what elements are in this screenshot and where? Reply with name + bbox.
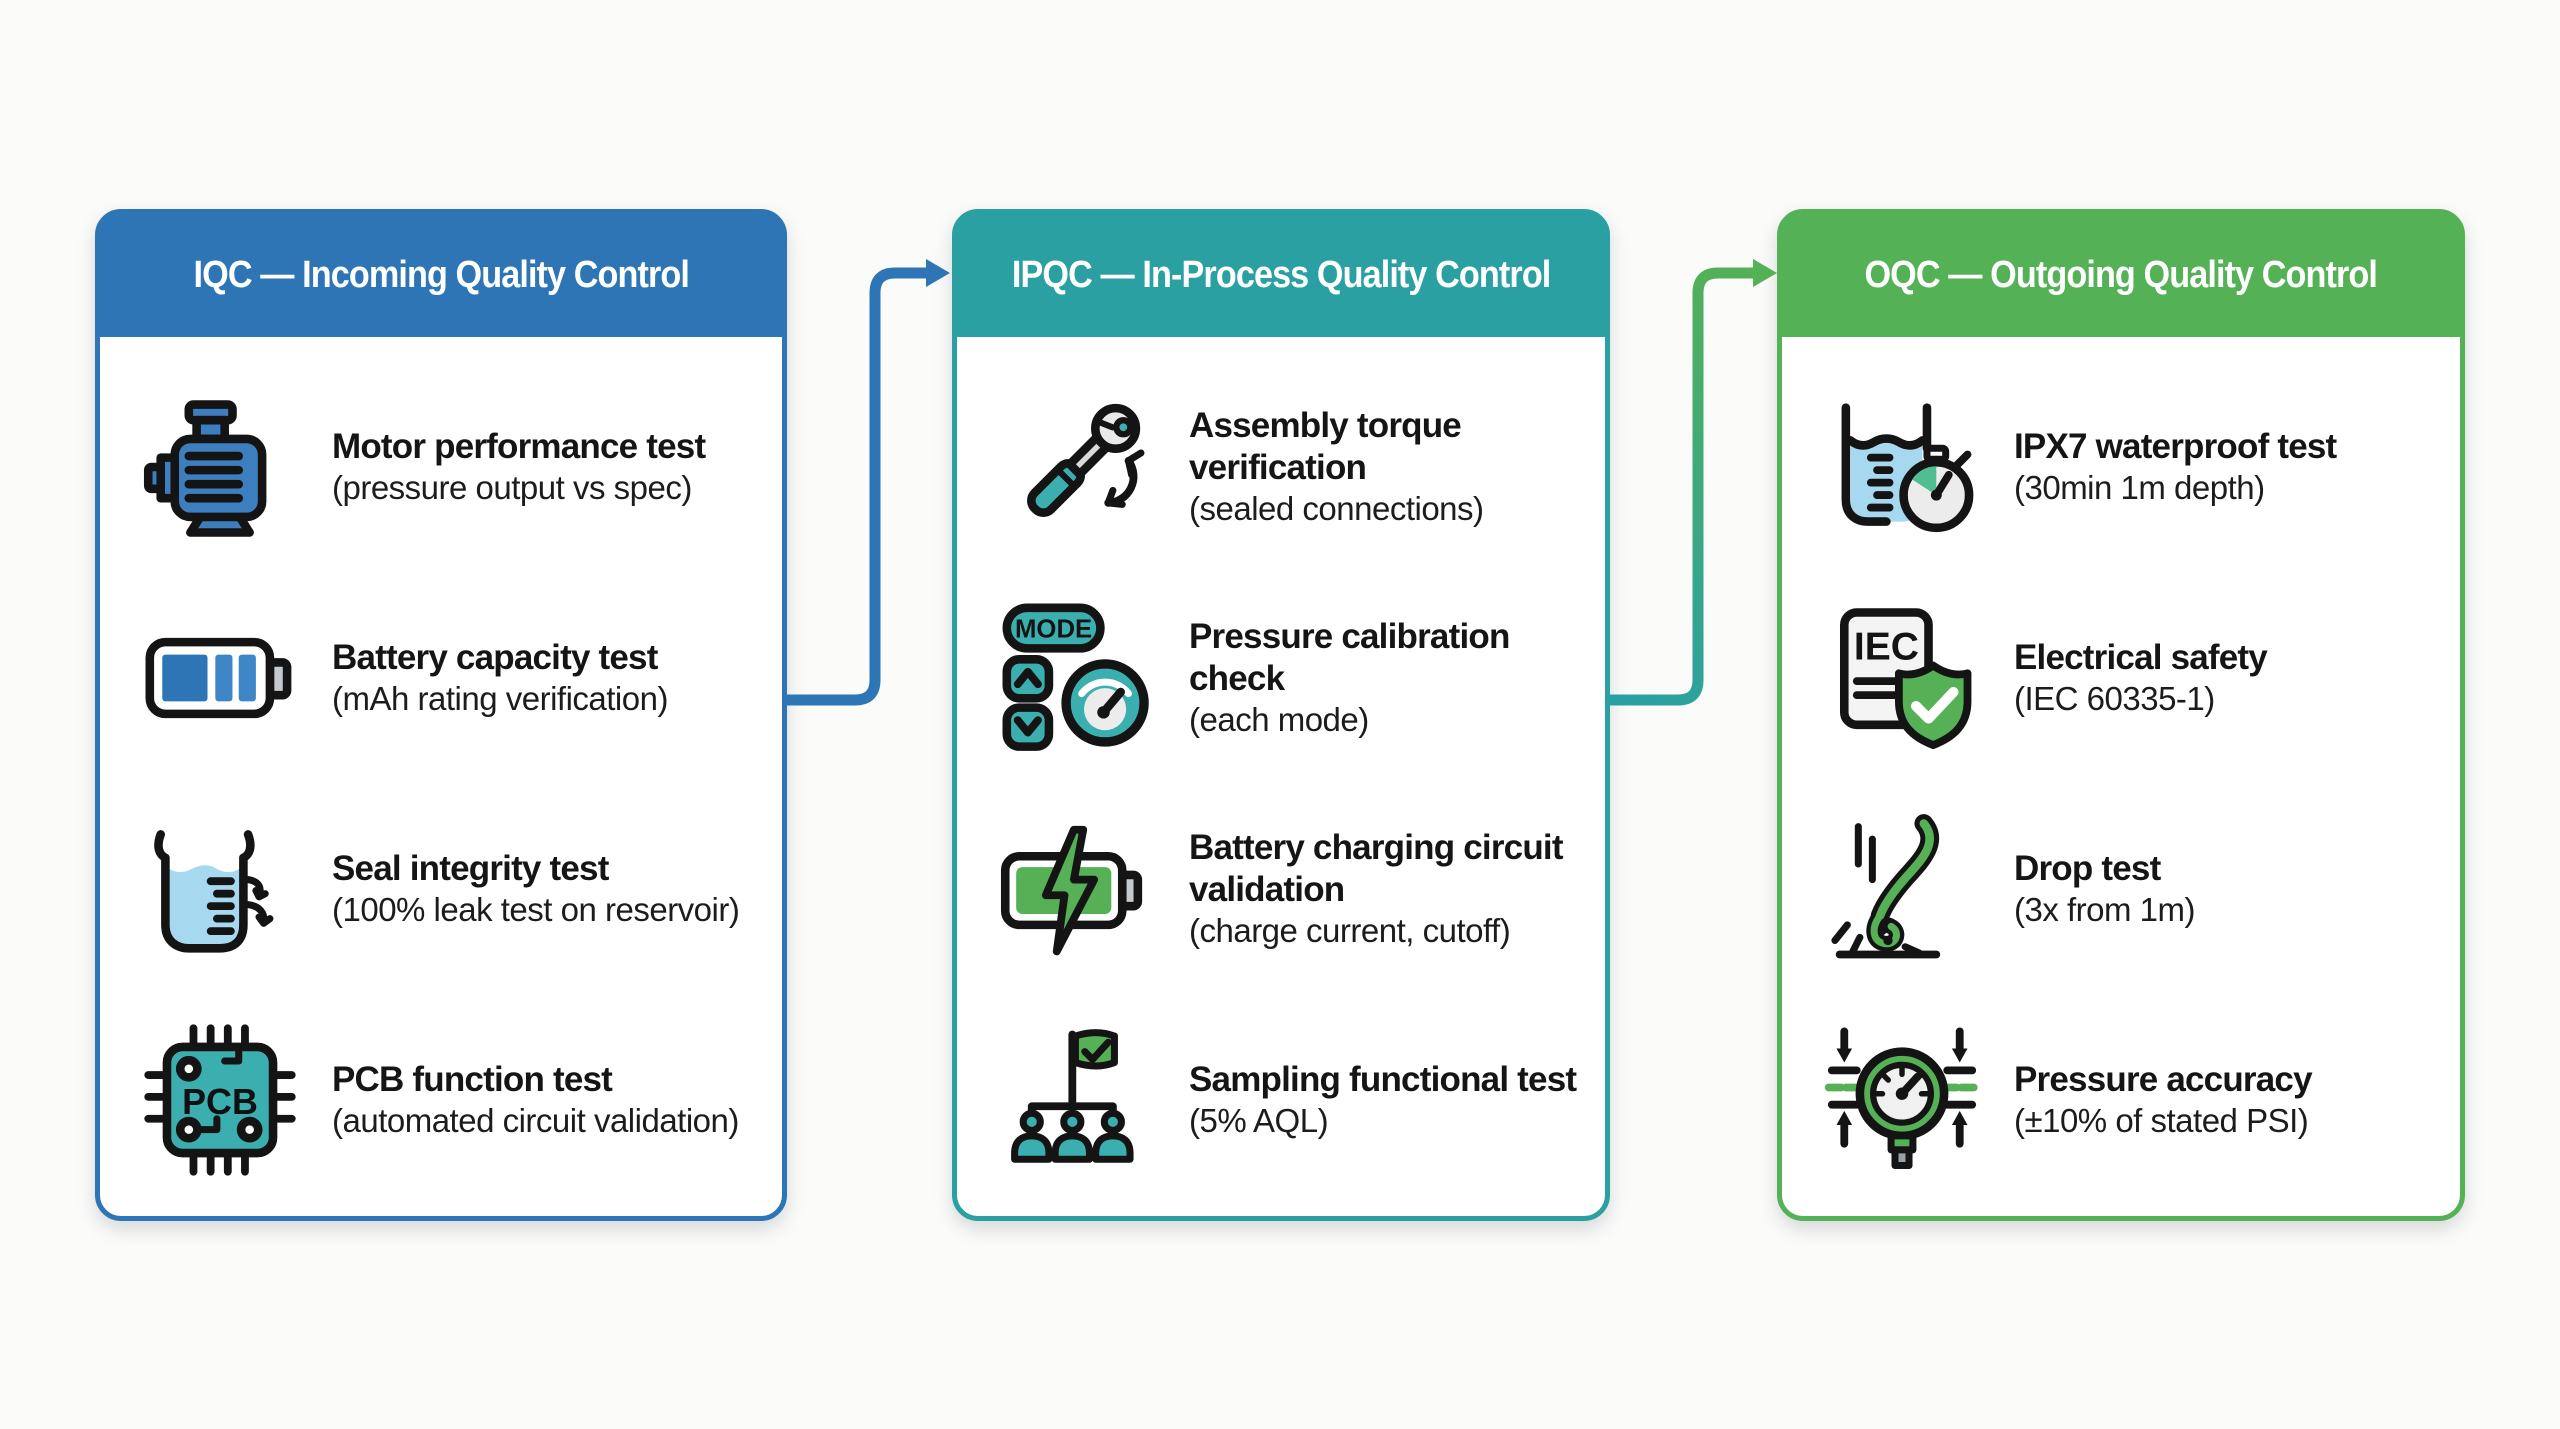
qc-item-text: Pressure calibration check (each mode) — [1189, 616, 1581, 740]
item-title: Seal integrity test — [332, 848, 609, 888]
arrow-ipqc-to-oqc — [1610, 259, 1777, 706]
card-title-oqc: OQC — Outgoing Quality Control — [1864, 254, 2378, 296]
iec-label: IEC — [1854, 625, 1919, 668]
qc-item-row: Seal integrity test (100% leak test on r… — [142, 783, 758, 994]
item-title: IPX7 waterproof test — [2014, 426, 2337, 466]
card-body-oqc: IPX7 waterproof test (30min 1m depth) IE… — [1782, 337, 2460, 1205]
item-title: Pressure calibration check — [1189, 616, 1510, 698]
qc-item-row: IEC Electrical safety (IEC 60335-1) — [1824, 572, 2436, 783]
item-subtitle: (pressure output vs spec) — [332, 468, 692, 506]
item-subtitle: (sealed connections) — [1189, 489, 1484, 527]
item-title: Electrical safety — [2014, 637, 2268, 677]
qc-item-row: MODE Pressure calibration check (each mo… — [999, 572, 1581, 783]
qc-item-text: Assembly torque verification (sealed con… — [1189, 405, 1581, 529]
item-title: Sampling functional test — [1189, 1059, 1577, 1099]
qc-item-text: Motor performance test (pressure output … — [332, 426, 758, 508]
card-ipqc: IPQC — In-Process Quality Control — [952, 209, 1610, 1221]
qc-item-row: Pressure accuracy (±10% of stated PSI) — [1824, 994, 2436, 1205]
qc-item-text: Seal integrity test (100% leak test on r… — [332, 848, 758, 930]
qc-item-text: Sampling functional test (5% AQL) — [1189, 1059, 1581, 1141]
drop-test-icon — [1831, 813, 1941, 958]
qc-item-text: Drop test (3x from 1m) — [2014, 848, 2436, 930]
beaker-leak-icon — [154, 829, 274, 953]
item-subtitle: (100% leak test on reservoir) — [332, 890, 740, 928]
qc-item-text: Pressure accuracy (±10% of stated PSI) — [2014, 1059, 2436, 1141]
item-title: PCB function test — [332, 1059, 613, 1099]
qc-item-text: Battery capacity test (mAh rating verifi… — [332, 637, 758, 719]
card-title-iqc: IQC — Incoming Quality Control — [193, 254, 689, 296]
item-subtitle: (30min 1m depth) — [2014, 468, 2265, 506]
item-subtitle: (IEC 60335-1) — [2014, 679, 2215, 717]
qc-item-row: IPX7 waterproof test (30min 1m depth) — [1824, 361, 2436, 572]
iec-shield-icon: IEC — [1839, 607, 1972, 749]
card-oqc: OQC — Outgoing Quality Control — [1777, 209, 2465, 1221]
item-title: Drop test — [2014, 848, 2161, 888]
card-header-oqc: OQC — Outgoing Quality Control — [1782, 214, 2460, 337]
qc-item-row: Battery capacity test (mAh rating verifi… — [142, 572, 758, 783]
item-title: Assembly torque verification — [1189, 405, 1462, 487]
charging-battery-icon — [1000, 825, 1143, 955]
motor-icon — [143, 399, 267, 537]
qc-item-row: Sampling functional test (5% AQL) — [999, 994, 1581, 1205]
qc-item-row: Battery charging circuit validation (cha… — [999, 783, 1581, 994]
water-stopwatch-icon — [1841, 402, 1974, 532]
qc-item-row: PCB PCB function test (automated circuit… — [142, 994, 758, 1205]
sampling-tree-icon — [1011, 1028, 1134, 1163]
item-title: Battery capacity test — [332, 637, 658, 677]
qc-item-row: Drop test (3x from 1m) — [1824, 783, 2436, 994]
item-subtitle: (±10% of stated PSI) — [2014, 1101, 2309, 1139]
item-subtitle: (each mode) — [1189, 700, 1369, 738]
item-subtitle: (mAh rating verification) — [332, 679, 668, 717]
torque-wrench-icon — [1027, 403, 1145, 517]
item-subtitle: (automated circuit validation) — [332, 1101, 739, 1139]
item-subtitle: (charge current, cutoff) — [1189, 911, 1511, 949]
card-body-ipqc: Assembly torque verification (sealed con… — [957, 337, 1605, 1205]
mode-gauge-icon: MODE — [1002, 603, 1149, 751]
arrow-iqc-to-ipqc — [787, 259, 950, 706]
pressure-gauge-icon — [1824, 1026, 1978, 1169]
item-title: Battery charging circuit validation — [1189, 827, 1563, 909]
card-header-iqc: IQC — Incoming Quality Control — [100, 214, 782, 337]
qc-item-text: Electrical safety (IEC 60335-1) — [2014, 637, 2436, 719]
item-subtitle: (5% AQL) — [1189, 1101, 1329, 1139]
qc-item-text: Battery charging circuit validation (cha… — [1189, 827, 1581, 951]
item-subtitle: (3x from 1m) — [2014, 890, 2196, 928]
pcb-chip-icon: PCB — [144, 1023, 296, 1176]
item-title: Motor performance test — [332, 426, 706, 466]
card-body-iqc: Motor performance test (pressure output … — [100, 337, 782, 1205]
arrowhead-icon — [1753, 259, 1777, 287]
qc-item-row: Motor performance test (pressure output … — [142, 361, 758, 572]
mode-label: MODE — [1015, 615, 1092, 643]
item-title: Pressure accuracy — [2014, 1059, 2313, 1099]
qc-item-text: IPX7 waterproof test (30min 1m depth) — [2014, 426, 2436, 508]
qc-item-row: Assembly torque verification (sealed con… — [999, 361, 1581, 572]
arrowhead-icon — [926, 259, 950, 287]
battery-icon — [145, 637, 292, 718]
pcb-label: PCB — [182, 1082, 258, 1122]
card-header-ipqc: IPQC — In-Process Quality Control — [957, 214, 1605, 337]
card-title-ipqc: IPQC — In-Process Quality Control — [1011, 254, 1551, 296]
card-iqc: IQC — Incoming Quality Control — [95, 209, 787, 1221]
qc-item-text: PCB function test (automated circuit val… — [332, 1059, 758, 1141]
